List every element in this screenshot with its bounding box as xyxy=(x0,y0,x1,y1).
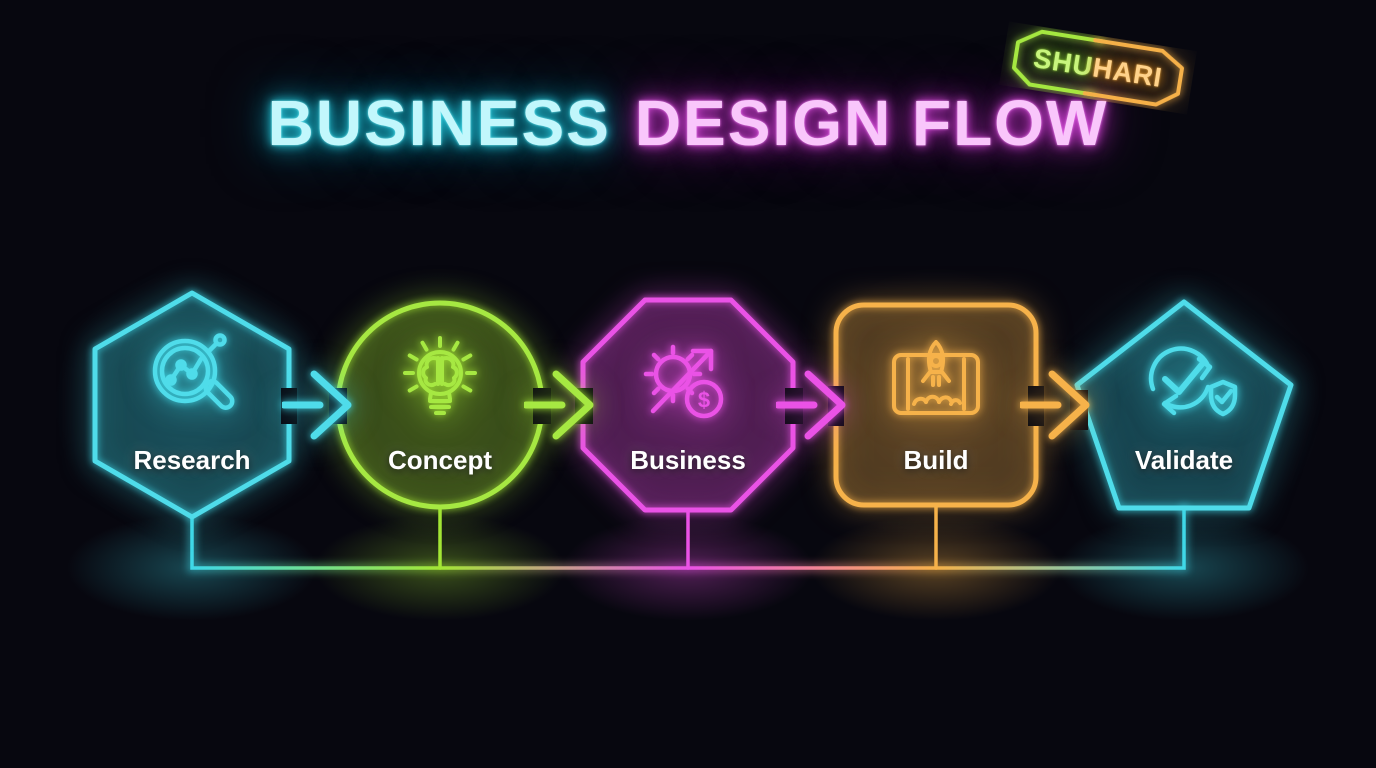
stage-label: Business xyxy=(630,445,746,475)
stage-label: Research xyxy=(133,445,251,475)
stage-label: Build xyxy=(903,445,969,475)
hexagon-shape xyxy=(92,290,292,520)
stage-research: Research xyxy=(42,255,342,555)
cycle-check-shield-icon xyxy=(1148,346,1238,417)
timeline-connector xyxy=(187,501,1189,573)
title-primary: BUSINESS xyxy=(267,87,611,159)
stage-label: Validate xyxy=(1134,445,1234,475)
stage-label: Concept xyxy=(388,445,492,475)
lightbulb-brain-icon xyxy=(403,336,477,415)
gear-growth-dollar-icon: $ xyxy=(643,344,724,419)
arrow-concept-to-business-icon xyxy=(524,370,594,440)
badge-text-right: HARI xyxy=(1090,51,1165,93)
dollar-sign-glyph: $ xyxy=(698,388,710,413)
badge-frame-icon xyxy=(1011,29,1185,107)
badge-text-left: SHU xyxy=(1031,42,1096,82)
arrow-build-to-validate-icon xyxy=(1020,370,1090,440)
stage-business: $ Business xyxy=(538,255,838,555)
magnifier-analytics-icon xyxy=(152,333,235,410)
stage-build: Build xyxy=(786,255,1086,555)
stage-validate: Validate xyxy=(1034,255,1334,555)
arrow-business-to-build-icon xyxy=(776,370,846,440)
page-title: BUSINESS DESIGN FLOW xyxy=(0,86,1376,160)
shuhari-badge: SHU HARI xyxy=(999,22,1197,115)
rocket-blueprint-icon xyxy=(892,340,980,415)
arrow-research-to-concept-icon xyxy=(282,370,352,440)
title-secondary: DESIGN FLOW xyxy=(634,87,1109,159)
